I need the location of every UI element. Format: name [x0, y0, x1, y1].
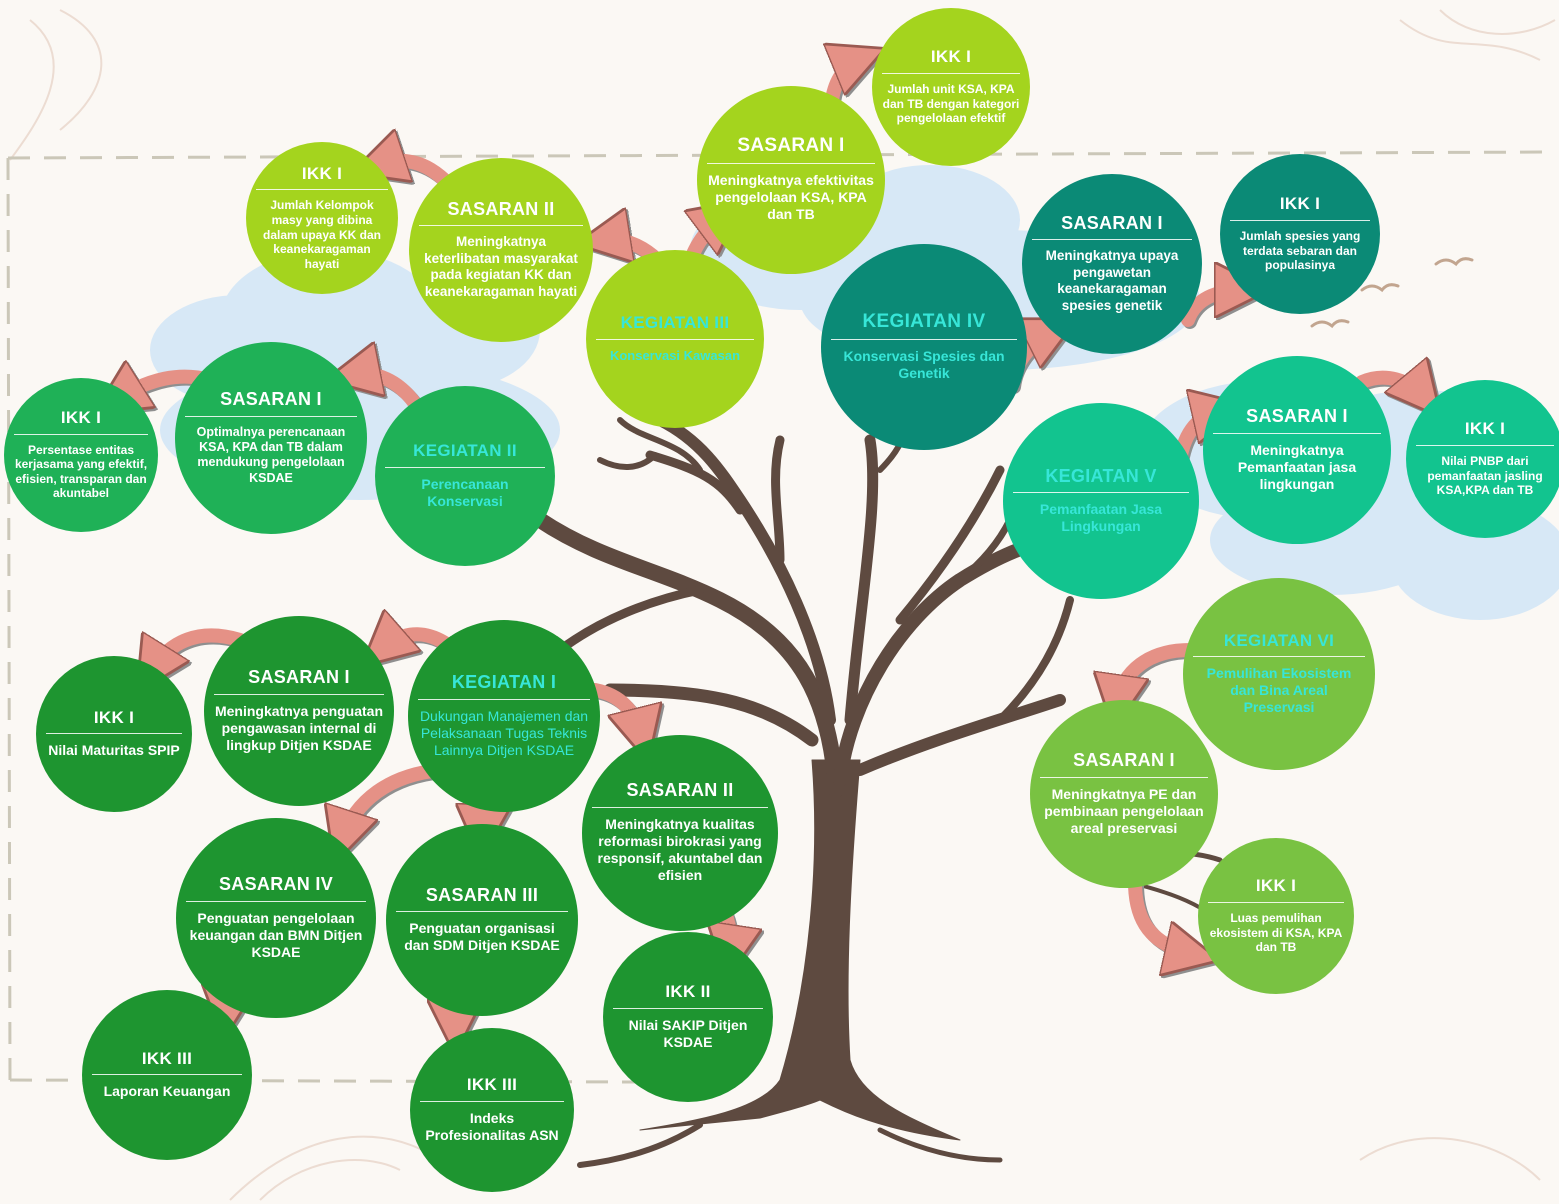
- node-title: KEGIATAN VI: [1193, 631, 1365, 658]
- kegiatan-node-iv[interactable]: KEGIATAN IV Konservasi Spesies dan Genet…: [821, 244, 1027, 450]
- node-desc: Meningkatnya keterlibatan masyarakat pad…: [424, 234, 578, 299]
- node-title: IKK I: [46, 708, 182, 735]
- arrow-sasaran1-to-ikk: [150, 628, 247, 672]
- ikk-node-sakip[interactable]: IKK II Nilai SAKIP Ditjen KSDAE: [603, 932, 773, 1102]
- node-desc: Luas pemulihan ekosistem di KSA, KPA dan…: [1209, 910, 1343, 955]
- sasaran-node-keuangan[interactable]: SASARAN IV Penguatan pengelolaan keuanga…: [176, 818, 376, 1018]
- node-title: IKK I: [256, 164, 388, 191]
- kegiatan-node-i[interactable]: KEGIATAN I Dukungan Manajemen dan Pelaks…: [408, 620, 600, 812]
- node-title: KEGIATAN II: [385, 441, 545, 468]
- node-title: KEGIATAN III: [596, 313, 754, 340]
- kegiatan-node-vi[interactable]: KEGIATAN VI Pemulihan Ekosistem dan Bina…: [1183, 578, 1375, 770]
- ikk-node-kelompok-masy[interactable]: IKK I Jumlah Kelompok masy yang dibina d…: [246, 142, 398, 294]
- node-desc: Nilai SAKIP Ditjen KSDAE: [628, 1016, 748, 1050]
- arrow-sasaran-top-to-ikk: [832, 58, 862, 107]
- node-title: SASARAN II: [592, 781, 768, 809]
- sasaran-node-pengawetan[interactable]: SASARAN I Meningkatnya upaya pengawetan …: [1022, 174, 1202, 354]
- node-desc: Penguatan pengelolaan keuangan dan BMN D…: [189, 909, 363, 960]
- node-title: SASARAN IV: [186, 874, 366, 902]
- sasaran-node-pemanfaatan[interactable]: SASARAN I Meningkatnya Pemanfaatan jasa …: [1203, 356, 1391, 544]
- sasaran-node-efektivitas[interactable]: SASARAN I Meningkatnya efektivitas penge…: [697, 86, 885, 274]
- node-title: KEGIATAN IV: [831, 311, 1017, 340]
- node-title: SASARAN I: [1213, 406, 1381, 434]
- kegiatan-node-v[interactable]: KEGIATAN V Pemanfaatan Jasa Lingkungan: [1003, 403, 1199, 599]
- node-title: IKK I: [1416, 419, 1554, 446]
- node-title: IKK III: [92, 1049, 242, 1076]
- node-desc: Jumlah spesies yang terdata sebaran dan …: [1239, 228, 1361, 273]
- node-title: IKK II: [613, 982, 763, 1009]
- ikk-node-pnbp[interactable]: IKK I Nilai PNBP dari pemanfaatan jaslin…: [1406, 380, 1559, 538]
- arrow-sasaran-k6-to-ikk: [1128, 875, 1195, 955]
- arrow-k6-to-sasaran: [1117, 643, 1197, 705]
- node-desc: Jumlah Kelompok masy yang dibina dalam u…: [262, 198, 382, 271]
- node-desc: Indeks Profesionalitas ASN: [425, 1109, 559, 1143]
- node-title: SASARAN I: [1032, 213, 1192, 241]
- node-title: IKK I: [1208, 876, 1344, 903]
- node-desc: Persentase entitas kerjasama yang efekti…: [14, 442, 148, 501]
- ikk-node-spip[interactable]: IKK I Nilai Maturitas SPIP: [36, 656, 192, 812]
- sasaran-node-perencanaan[interactable]: SASARAN I Optimalnya perencanaan KSA, KP…: [175, 342, 367, 534]
- node-desc: Jumlah unit KSA, KPA dan TB dengan kateg…: [882, 81, 1020, 126]
- node-title: IKK I: [882, 47, 1020, 74]
- sasaran-node-pe[interactable]: SASARAN I Meningkatnya PE dan pembinaan …: [1030, 700, 1218, 888]
- node-title: SASARAN III: [396, 885, 568, 913]
- sasaran-node-keterlibatan[interactable]: SASARAN II Meningkatnya keterlibatan mas…: [409, 158, 593, 342]
- bird-icons: [1310, 257, 1474, 329]
- ikk-node-efektif[interactable]: IKK I Jumlah unit KSA, KPA dan TB dengan…: [872, 8, 1030, 166]
- node-desc: Meningkatnya penguatan pengawasan intern…: [214, 702, 384, 753]
- arrow-k1-to-sasaran2: [588, 683, 642, 738]
- node-desc: Penguatan organisasi dan SDM Ditjen KSDA…: [404, 920, 560, 954]
- sasaran-node-organisasi[interactable]: SASARAN III Penguatan organisasi dan SDM…: [386, 824, 578, 1016]
- sasaran-node-pengawasan[interactable]: SASARAN I Meningkatnya penguatan pengawa…: [204, 616, 394, 806]
- arrow-sasaran-k5-to-ikk: [1355, 378, 1425, 398]
- node-title: IKK I: [1230, 194, 1370, 221]
- node-desc: Nilai Maturitas SPIP: [48, 742, 180, 759]
- kegiatan-node-iii[interactable]: KEGIATAN III Konservasi Kawasan: [586, 250, 764, 428]
- node-title: SASARAN II: [419, 199, 583, 227]
- node-desc: Meningkatnya upaya pengawetan keanekarag…: [1045, 248, 1179, 313]
- node-title: IKK I: [14, 408, 148, 435]
- node-title: KEGIATAN I: [418, 672, 590, 700]
- node-desc: Konservasi Spesies dan Genetik: [843, 347, 1005, 381]
- node-desc: Laporan Keuangan: [103, 1083, 231, 1100]
- arrow-k2-to-sasaran: [350, 374, 425, 415]
- node-desc: Perencanaan Konservasi: [421, 475, 509, 509]
- node-desc: Meningkatnya kualitas reformasi birokras…: [597, 816, 763, 884]
- ikk-node-spesies[interactable]: IKK I Jumlah spesies yang terdata sebara…: [1220, 154, 1380, 314]
- node-desc: Meningkatnya efektivitas pengelolaan KSA…: [708, 172, 874, 223]
- node-title: SASARAN I: [707, 136, 875, 165]
- sasaran-node-reformasi[interactable]: SASARAN II Meningkatnya kualitas reforma…: [582, 735, 778, 931]
- node-desc: Meningkatnya Pemanfaatan jasa lingkungan: [1237, 441, 1357, 492]
- node-desc: Konservasi Kawasan: [609, 347, 741, 363]
- ikk-node-profesionalitas[interactable]: IKK III Indeks Profesionalitas ASN: [410, 1028, 574, 1192]
- ikk-node-pemulihan[interactable]: IKK I Luas pemulihan ekosistem di KSA, K…: [1198, 838, 1354, 994]
- node-desc: Nilai PNBP dari pemanfaatan jasling KSA,…: [1427, 453, 1543, 498]
- node-desc: Pemanfaatan Jasa Lingkungan: [1039, 501, 1163, 535]
- node-title: SASARAN I: [185, 389, 357, 417]
- node-title: IKK III: [420, 1075, 564, 1102]
- ikk-node-laporan-keuangan[interactable]: IKK III Laporan Keuangan: [82, 990, 252, 1160]
- node-title: SASARAN I: [214, 667, 384, 695]
- arrow-sasaran-k4-to-ikk: [1181, 290, 1245, 327]
- node-desc: Optimalnya perencanaan KSA, KPA dan TB d…: [196, 424, 346, 485]
- node-desc: Pemulihan Ekosistem dan Bina Areal Prese…: [1206, 665, 1352, 716]
- arrow-k1-to-sasaran4: [342, 763, 447, 840]
- node-title: KEGIATAN V: [1013, 466, 1189, 494]
- ikk-node-kerjasama[interactable]: IKK I Persentase entitas kerjasama yang …: [4, 378, 158, 532]
- leaf-sketch-decoration: [9, 9, 1556, 1201]
- node-desc: Dukungan Manajemen dan Pelaksanaan Tugas…: [419, 707, 589, 758]
- node-title: SASARAN I: [1040, 750, 1208, 778]
- kegiatan-node-ii[interactable]: KEGIATAN II Perencanaan Konservasi: [375, 386, 555, 566]
- node-desc: Meningkatnya PE dan pembinaan pengelolaa…: [1044, 785, 1204, 836]
